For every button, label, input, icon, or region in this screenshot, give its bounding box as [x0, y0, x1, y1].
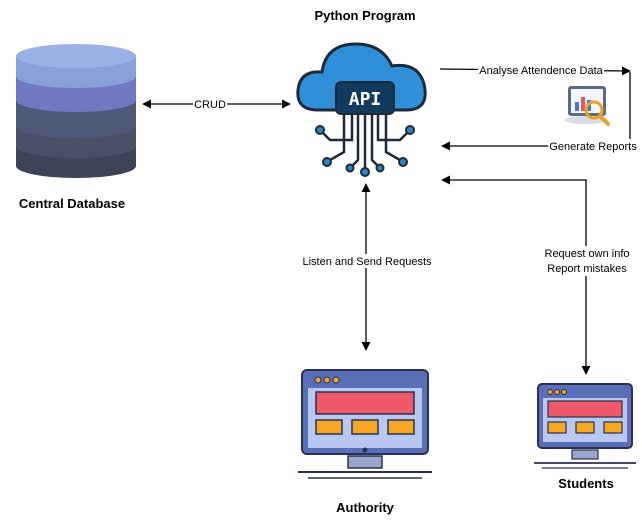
students-label: Students: [558, 476, 614, 491]
api-badge: API: [349, 89, 382, 110]
authority-computer-icon: [298, 369, 432, 479]
analytics-icon: [564, 86, 610, 126]
listen-label: Listen and Send Requests: [302, 256, 432, 268]
central-database-label: Central Database: [19, 196, 125, 211]
python-program-label: Python Program: [314, 8, 415, 23]
crud-label: CRUD: [194, 99, 226, 111]
analyse-label: Analyse Attendence Data: [479, 65, 603, 77]
database-icon: [16, 44, 136, 178]
generate-label: Generate Reports: [549, 141, 637, 153]
student-computer-icon: [534, 383, 636, 469]
student-requests-connector: [441, 175, 591, 375]
circuit-icon: [321, 114, 409, 170]
authority-label: Authority: [336, 500, 395, 515]
student-request-label-2: Report mistakes: [547, 263, 627, 275]
cloud-api-icon: API: [296, 42, 427, 177]
student-request-label-1: Request own info: [545, 248, 630, 260]
